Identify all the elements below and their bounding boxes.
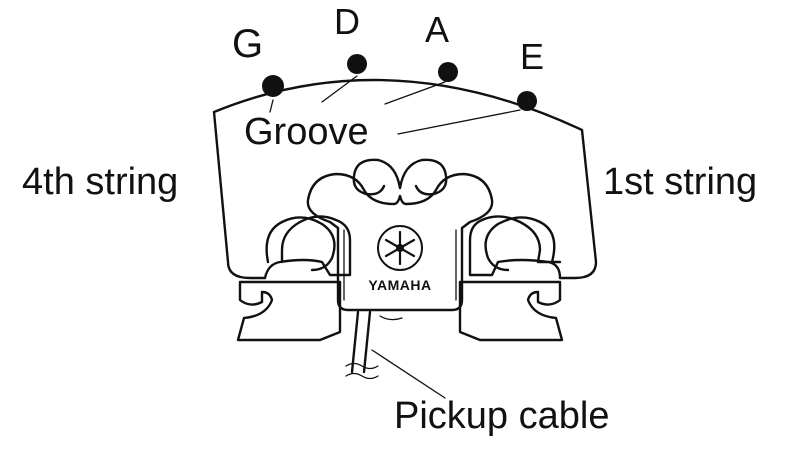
string-g-dot bbox=[262, 75, 284, 97]
bridge-heart bbox=[352, 158, 448, 196]
string-d-label: D bbox=[334, 1, 360, 42]
string-e-label: E bbox=[520, 36, 544, 77]
string-d-dot bbox=[347, 54, 367, 74]
string-a-dot bbox=[438, 62, 458, 82]
bridge bbox=[212, 78, 598, 342]
string-e-dot bbox=[517, 91, 537, 111]
bridge-left-kidney bbox=[265, 216, 336, 272]
brand-name: YAMAHA bbox=[368, 277, 431, 293]
bridge-outline bbox=[212, 78, 598, 280]
string-g-label: G bbox=[232, 22, 263, 66]
cable-leader bbox=[371, 349, 446, 399]
tuning-forks-emblem-icon bbox=[377, 225, 423, 271]
string-a-label: A bbox=[425, 9, 449, 50]
first-string-label: 1st string bbox=[603, 161, 757, 203]
groove-label: Groove bbox=[244, 111, 369, 153]
groove-leaders bbox=[269, 75, 521, 135]
pickup-inner-line bbox=[343, 229, 457, 301]
pickup: YAMAHA bbox=[306, 172, 494, 312]
bridge-left-foot bbox=[236, 280, 342, 342]
bridge-right-kidney bbox=[484, 216, 556, 272]
fourth-string-label: 4th string bbox=[22, 161, 178, 203]
pickup-outline bbox=[306, 172, 494, 312]
bridge-right-foot bbox=[458, 280, 564, 342]
pickup-cable-label: Pickup cable bbox=[394, 395, 609, 437]
string-dots bbox=[262, 54, 537, 111]
pickup-cable bbox=[345, 310, 403, 380]
